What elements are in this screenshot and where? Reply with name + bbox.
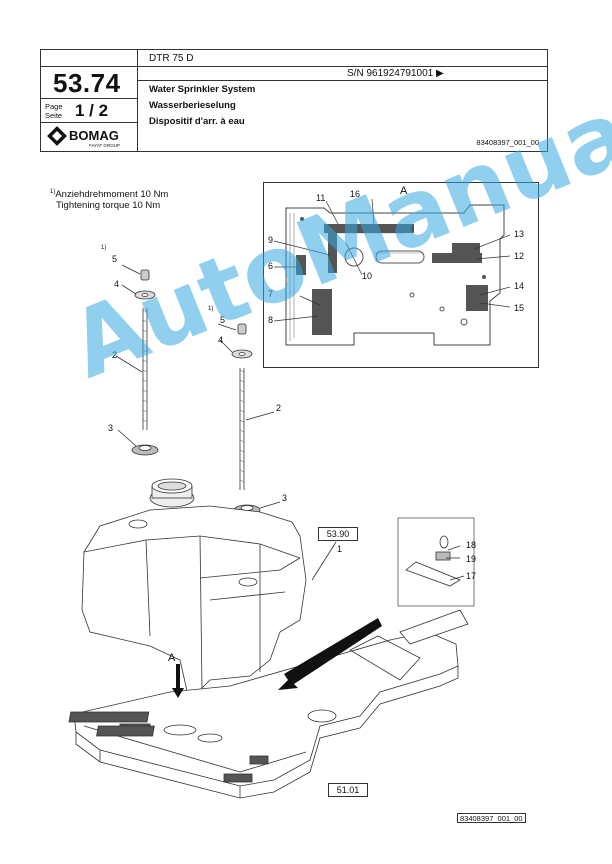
callout-2a: 2 [112,350,118,360]
arrow-label-a: A [168,652,176,664]
callout-8: 8 [268,315,274,325]
detail-drawing [273,198,511,346]
callout-2b: 2 [276,403,282,413]
callout-1: 1 [337,544,343,554]
footnote-marker-5a: 1) [101,245,107,251]
svg-text:BOMAG: BOMAG [69,128,119,143]
view-label-a: A [400,185,408,197]
bomag-logo: BOMAG FAYAT GROUP [47,126,131,148]
exploded-drawing [68,264,475,799]
callout-4b: 4 [218,335,224,345]
ref-box-51-01[interactable]: 51.01 [328,783,368,797]
callout-17: 17 [466,571,477,581]
callout-3a: 3 [108,423,114,433]
footnote-marker-5b: 1) [208,306,214,312]
callout-11: 11 [316,193,326,203]
torque-note: 1)Anziehdrehmoment 10 Nm Tightening torq… [50,189,169,212]
callout-5b: 5 [220,315,226,325]
footer-doc-id: 83408397_001_00 [457,813,526,823]
callout-3b: 3 [282,493,288,503]
callout-6: 6 [268,261,274,271]
detail-view-a: A 16 11 9 10 6 7 8 13 12 14 15 [263,182,539,368]
callout-10: 10 [362,271,373,281]
title-en: Water Sprinkler System [149,84,256,95]
callout-5a: 5 [112,254,118,264]
callout-15: 15 [514,303,525,313]
callout-4a: 4 [114,279,120,289]
ref-box-53-90[interactable]: 53.90 [318,527,358,541]
title-de: Wasserberieselung [149,100,236,111]
model-name: DTR 75 D [149,53,194,64]
group-number: 53.74 [53,68,121,98]
doc-id: 83408397_001_00 [476,138,539,147]
callout-19: 19 [466,554,477,564]
serial-number: S/N 961924791001 ▶ [347,68,444,79]
callout-7: 7 [268,289,274,299]
callout-18: 18 [466,540,477,550]
callout-13: 13 [514,229,525,239]
title-fr: Dispositif d'arr. à eau [149,116,245,127]
callout-16: 16 [350,189,361,199]
callout-12: 12 [514,251,525,261]
callout-9: 9 [268,235,274,245]
callout-14: 14 [514,281,525,291]
svg-text:FAYAT GROUP: FAYAT GROUP [89,143,120,148]
page-number: 1 / 2 [75,101,109,120]
